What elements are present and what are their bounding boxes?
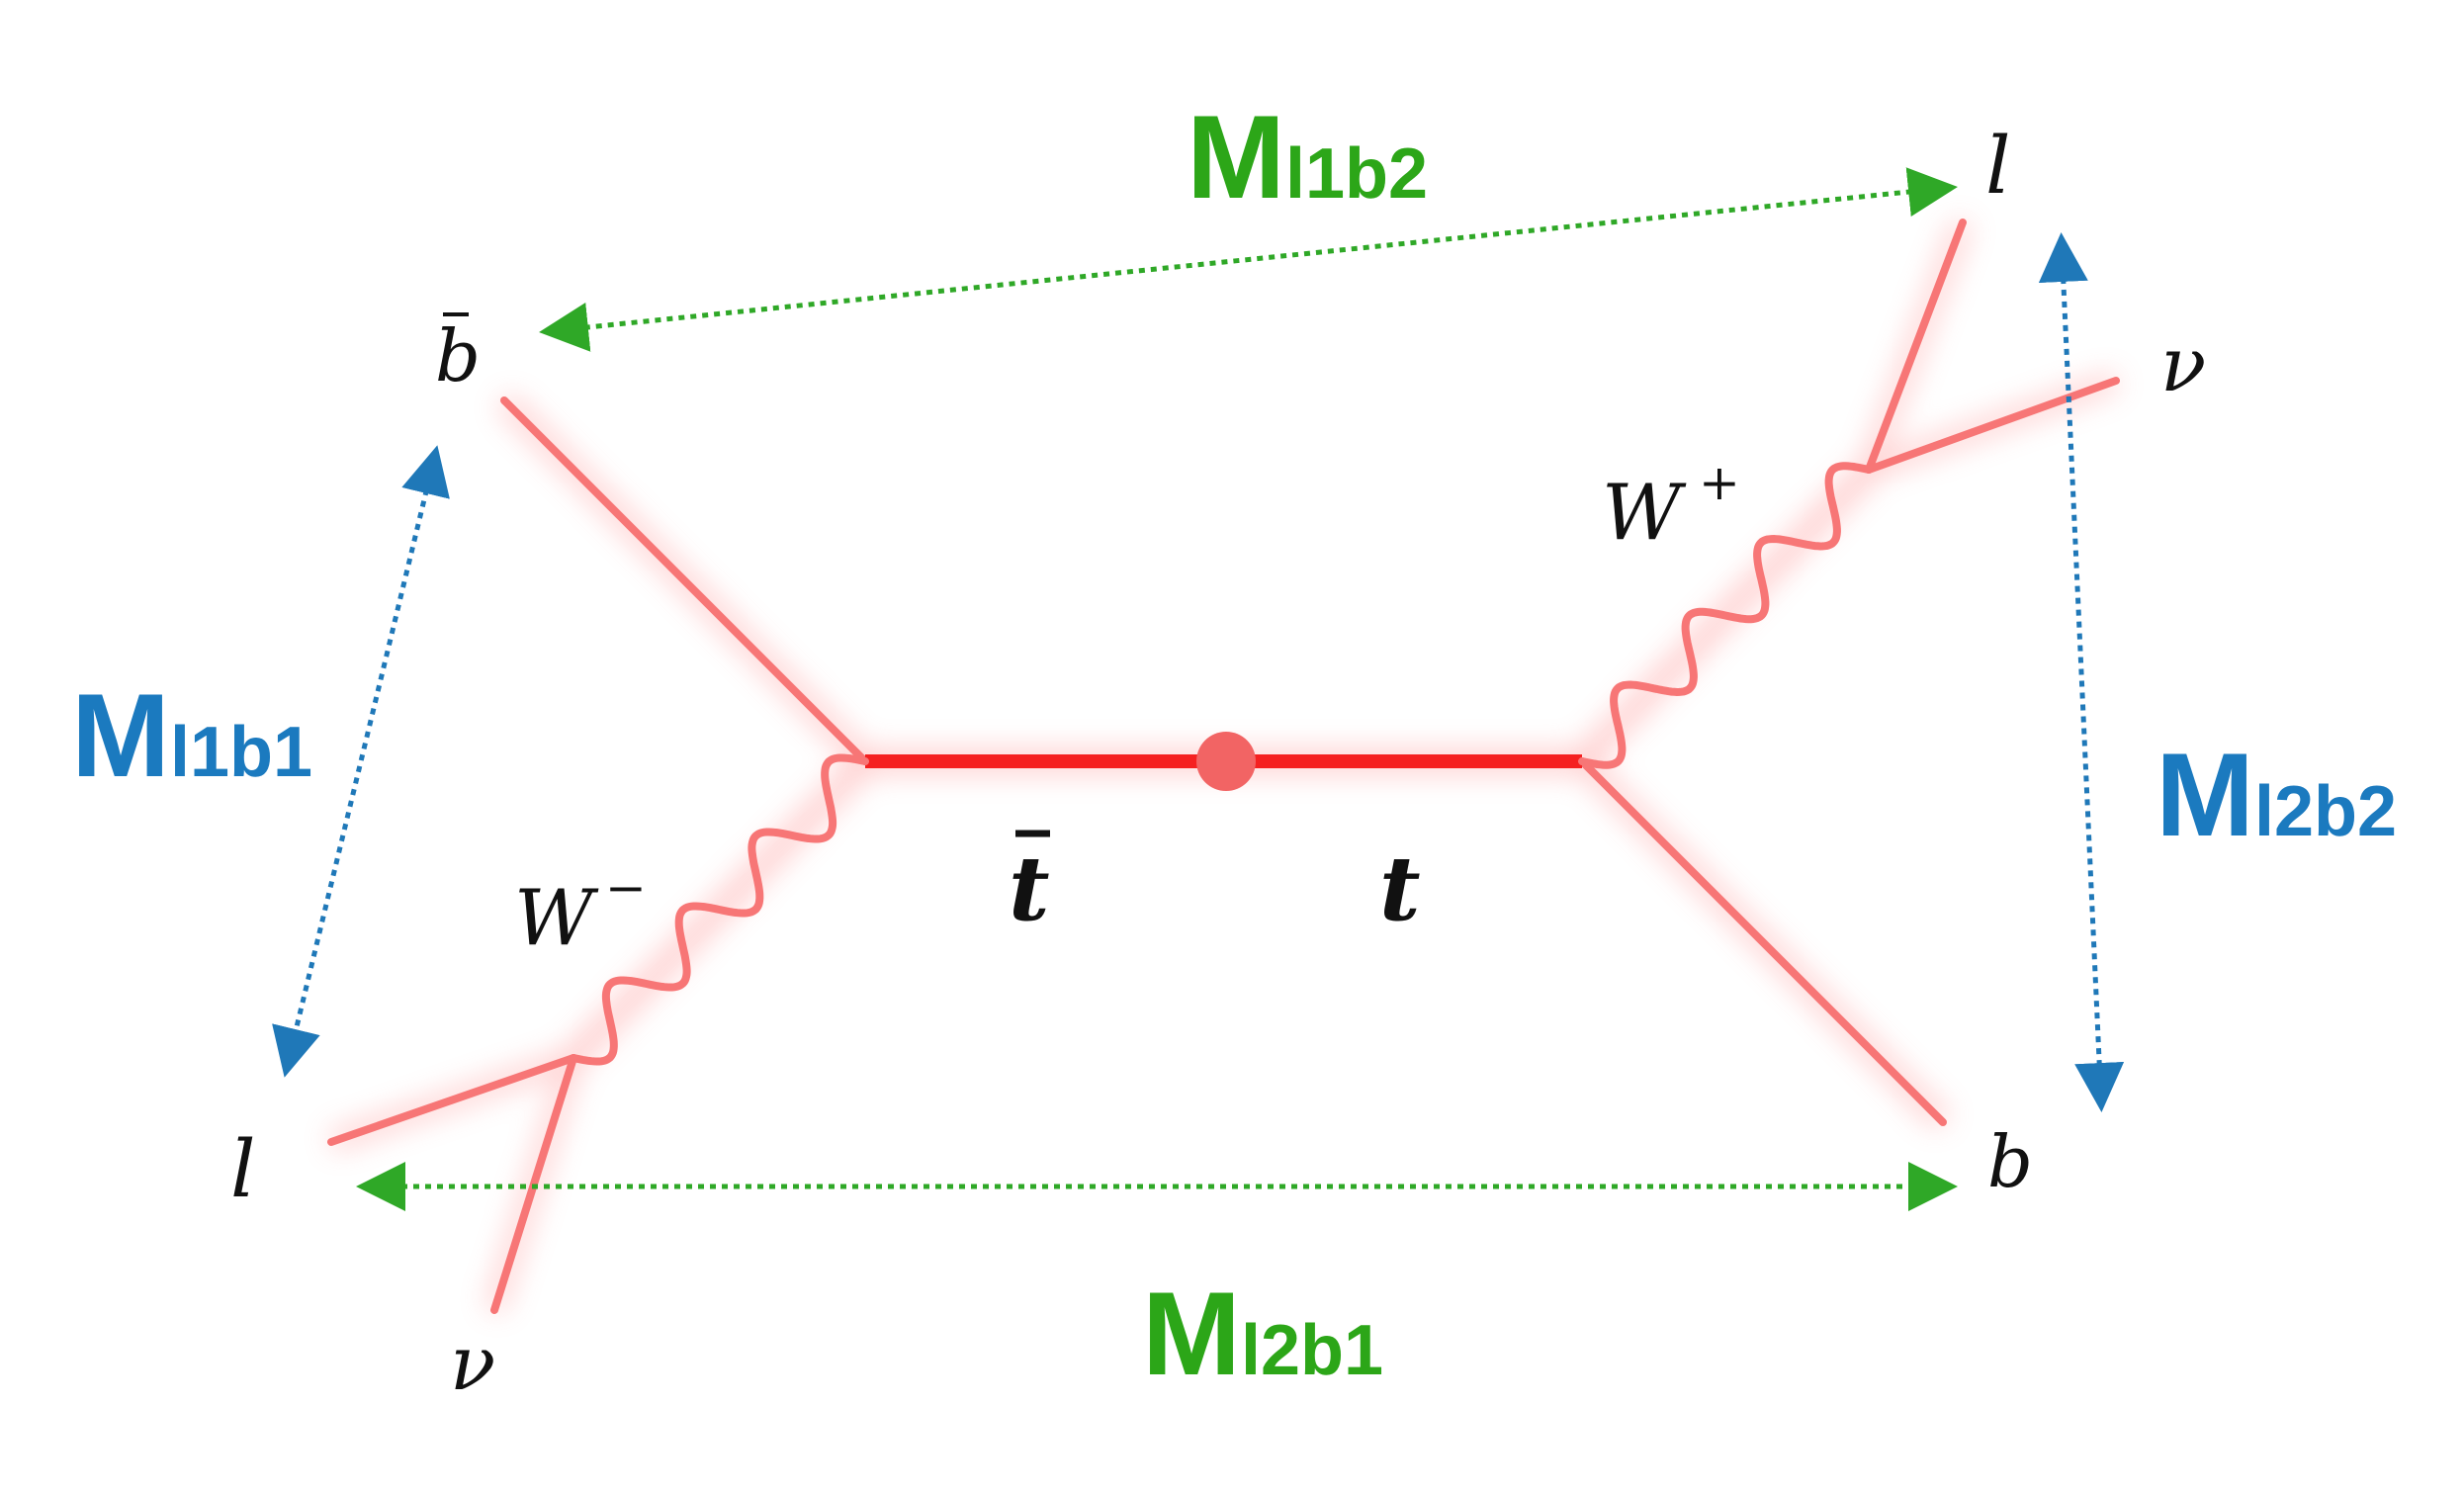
label-nu-top: ν bbox=[2160, 320, 2206, 408]
label-tbar: t bbox=[1009, 836, 1050, 941]
mass-label-l2b2: Ml2b2 bbox=[2156, 729, 2397, 861]
label-w-minus-sign: − bbox=[605, 859, 647, 917]
mass-label-l2b1: Ml2b1 bbox=[1142, 1268, 1383, 1400]
w-plus-boson-line bbox=[1578, 462, 1873, 769]
label-w-plus: W bbox=[1602, 469, 1687, 558]
label-t: t bbox=[1379, 836, 1421, 941]
label-w-minus: W bbox=[514, 874, 599, 963]
arrow-l2b2 bbox=[2038, 232, 2125, 1112]
mass-label-l1b1: Ml1b1 bbox=[71, 669, 312, 802]
label-lepton-bottom: l bbox=[230, 1123, 256, 1215]
label-nu-bottom: ν bbox=[450, 1319, 495, 1407]
lepton-bottom-line bbox=[327, 1054, 577, 1146]
label-lepton-top: l bbox=[1985, 120, 2011, 212]
label-w-plus-sign: + bbox=[1699, 454, 1740, 511]
mass-label-l1b2: Ml1b2 bbox=[1187, 91, 1428, 223]
arrow-l1b2 bbox=[539, 167, 1958, 352]
b-line bbox=[1578, 757, 1947, 1126]
arrow-l1b1 bbox=[272, 445, 450, 1078]
label-bbar: b bbox=[435, 314, 481, 397]
label-b: b bbox=[1987, 1120, 2033, 1203]
w-minus-boson-line bbox=[570, 753, 869, 1066]
production-vertex bbox=[1196, 732, 1256, 791]
bbar-line bbox=[500, 396, 869, 765]
